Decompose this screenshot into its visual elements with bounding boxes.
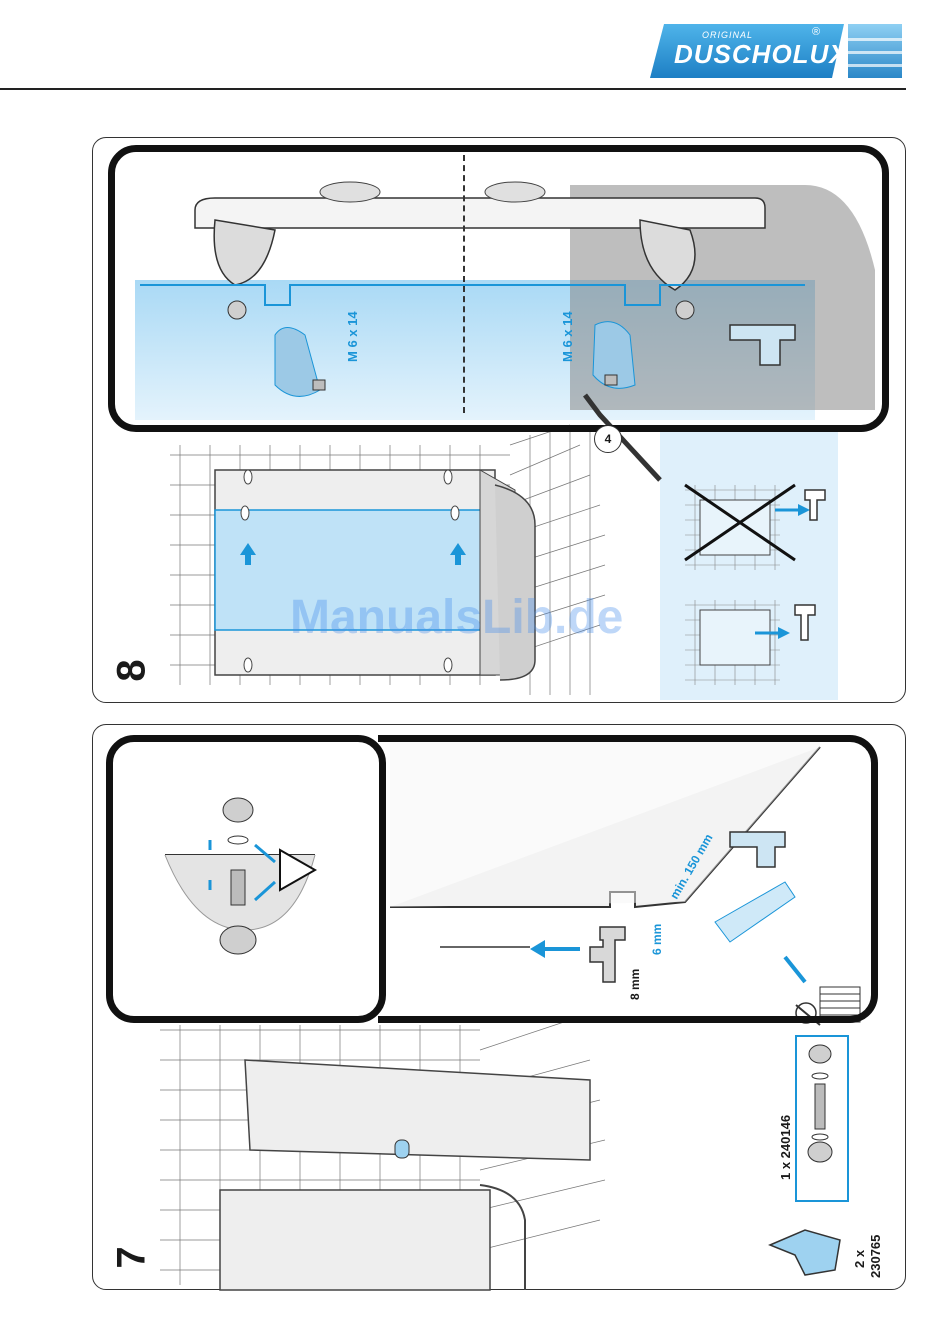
correct-mounting-figure [680, 595, 830, 690]
watermark: ManualsLib.de [290, 590, 623, 645]
bracket-qty: 2 x [852, 1250, 867, 1268]
logo-brand: DUSCHOLUX [674, 39, 848, 70]
screw-size-label-right: M 6 x 14 [560, 311, 575, 362]
gap-8mm-label: 8 mm [628, 969, 642, 1000]
step8-number: 8 [112, 648, 152, 688]
duscholux-logo: ORIGINAL ® DUSCHOLUX [650, 24, 902, 80]
hex-key-size-badge: 4 [594, 425, 622, 453]
part-set-label: 1 x 240146 [778, 1115, 793, 1180]
bracket-part-number: 230765 [868, 1235, 883, 1278]
step7-panel-edge-detail [385, 742, 865, 1007]
step7-number: 7 [112, 1235, 152, 1275]
bracket-part [765, 1225, 845, 1280]
logo-registered: ® [812, 26, 820, 38]
incorrect-mounting-figure [680, 480, 830, 575]
step7-shower-illustration [150, 1020, 610, 1290]
knob-assembly-detail [155, 790, 330, 965]
screw-size-label-left: M 6 x 14 [345, 311, 360, 362]
header-rule [0, 88, 906, 90]
mounting-set-parts [803, 1042, 837, 1192]
gap-6mm-label: 6 mm [650, 924, 664, 955]
step8-detail-frame [108, 145, 889, 432]
hex-key-size: 4 [605, 432, 612, 446]
